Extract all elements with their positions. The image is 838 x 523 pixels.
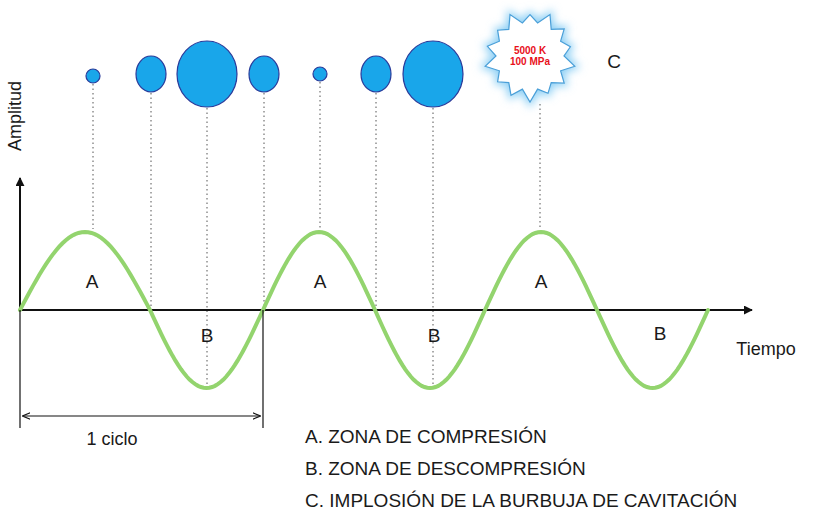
cycle-label: 1 ciclo [86, 430, 137, 450]
key-entry: A. ZONA DE COMPRESIÓN [305, 427, 547, 448]
leader-line [151, 93, 152, 309]
x-axis [20, 309, 752, 311]
condition-value: 100 MPa [510, 56, 550, 68]
zone-letter: B [428, 326, 441, 347]
bubbles [86, 41, 463, 107]
zone-letter: B [201, 326, 214, 347]
y-axis [19, 178, 21, 312]
bubble [177, 41, 237, 107]
key-entry: C. IMPLOSIÓN DE LA BURBUJA DE CAVITACIÓN [305, 491, 737, 512]
leader-line [540, 104, 541, 229]
zone-letter: A [314, 272, 327, 293]
condition-value: 5000 K [510, 45, 550, 57]
leader-line [320, 82, 321, 229]
starburst-outline [485, 15, 575, 102]
cycle-arrow [23, 415, 260, 416]
key-entry: B. ZONA DE DESCOMPRESIÓN [305, 459, 586, 480]
bracket-line [19, 310, 20, 428]
leader-line [93, 84, 94, 229]
axis-label: Amplitud [6, 81, 26, 151]
bubble [136, 56, 166, 92]
glow [485, 15, 575, 102]
callout-letter: C [607, 52, 621, 73]
bubble [313, 67, 327, 81]
sine-wave [20, 232, 708, 388]
bracket-line [262, 310, 263, 428]
starburst-text: 5000 K100 MPa [510, 45, 550, 68]
zone-letter: A [535, 272, 548, 293]
cycle-bracket [20, 310, 263, 428]
leader-line [264, 93, 265, 309]
leader-line [376, 93, 377, 309]
bubble [361, 56, 391, 92]
zone-letter: B [654, 324, 667, 345]
bubble [403, 41, 463, 107]
zone-letter: A [86, 272, 99, 293]
axis-label: Tiempo [736, 340, 795, 360]
implosion-starburst: 5000 K100 MPa [482, 8, 578, 104]
bubble [86, 69, 100, 83]
bubble [249, 56, 279, 92]
